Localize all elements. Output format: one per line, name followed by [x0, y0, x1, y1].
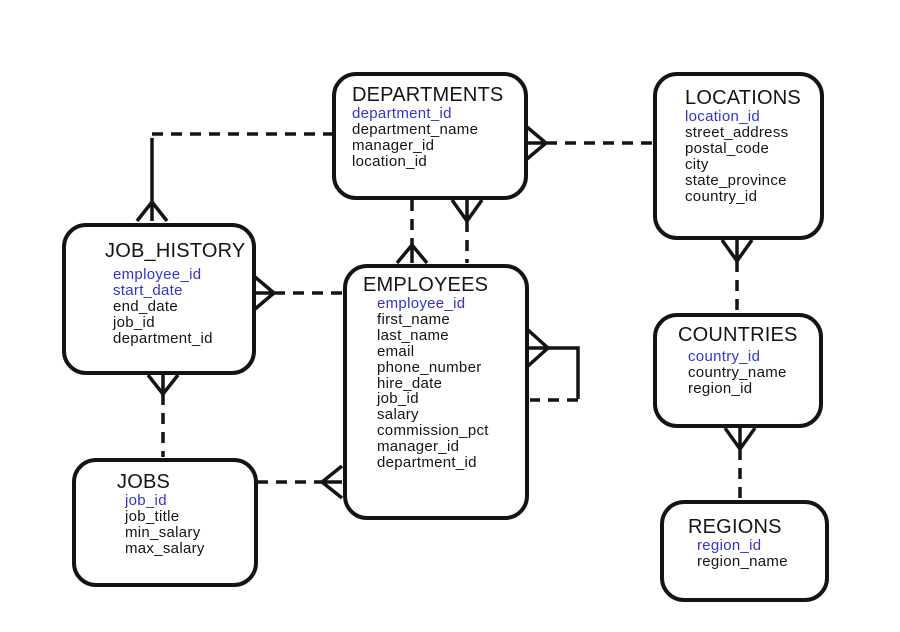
- field-manager_id: manager_id: [377, 438, 460, 456]
- entity-title: JOB_HISTORY: [105, 240, 246, 262]
- field-country_id: country_id: [688, 348, 761, 365]
- field-region_id: region_id: [697, 537, 762, 554]
- rel-employees-self-reference: [526, 328, 580, 402]
- field-max_salary: max_salary: [125, 539, 205, 557]
- field-street_address: street_address: [685, 123, 789, 141]
- field-last_name: last_name: [377, 326, 449, 344]
- rel-departments-locations: [525, 125, 653, 161]
- rel-departments-employees-manager: [450, 198, 484, 263]
- rel-countries-regions: [723, 426, 757, 499]
- entity-title: JOBS: [117, 471, 171, 493]
- field-department_id: department_id: [377, 454, 477, 472]
- field-region_name: region_name: [697, 552, 788, 570]
- field-commission_pct: commission_pct: [377, 422, 489, 440]
- field-phone_number: phone_number: [377, 358, 482, 376]
- field-location_id: location_id: [685, 108, 761, 125]
- field-salary: salary: [377, 406, 419, 424]
- rel-job-history-employees: [253, 275, 342, 311]
- field-department_name: department_name: [352, 120, 479, 138]
- entity-title: COUNTRIES: [678, 324, 798, 346]
- field-min_salary: min_salary: [125, 523, 201, 541]
- rel-employees-jobs: [257, 464, 344, 500]
- entity-title: DEPARTMENTS: [352, 84, 504, 106]
- field-department_id: department_id: [113, 329, 213, 347]
- field-state_province: state_province: [685, 171, 787, 189]
- field-first_name: first_name: [377, 310, 451, 328]
- entity-title: REGIONS: [688, 516, 782, 538]
- field-start_date: start_date: [113, 281, 183, 299]
- field-job_title: job_title: [125, 507, 180, 525]
- field-job_id: job_id: [377, 390, 419, 408]
- field-job_id: job_id: [113, 313, 155, 331]
- entity-title: EMPLOYEES: [363, 274, 489, 296]
- field-region_id: region_id: [688, 379, 753, 397]
- field-city: city: [685, 155, 709, 173]
- rel-job-history-jobs: [146, 373, 180, 457]
- field-hire_date: hire_date: [377, 374, 443, 392]
- field-department_id: department_id: [352, 105, 452, 122]
- field-employee_id: employee_id: [113, 266, 202, 283]
- field-end_date: end_date: [113, 297, 178, 315]
- field-country_name: country_name: [688, 363, 787, 381]
- field-email: email: [377, 342, 415, 360]
- field-employee_id: employee_id: [377, 295, 466, 312]
- rel-locations-countries: [720, 238, 754, 312]
- rel-employees-departments: [395, 200, 429, 265]
- field-manager_id: manager_id: [352, 136, 435, 154]
- field-country_id: country_id: [685, 187, 758, 205]
- field-postal_code: postal_code: [685, 139, 770, 157]
- rel-job-history-departments: [135, 132, 332, 223]
- field-job_id: job_id: [125, 492, 167, 509]
- field-location_id: location_id: [352, 152, 428, 170]
- entity-title: LOCATIONS: [685, 87, 801, 109]
